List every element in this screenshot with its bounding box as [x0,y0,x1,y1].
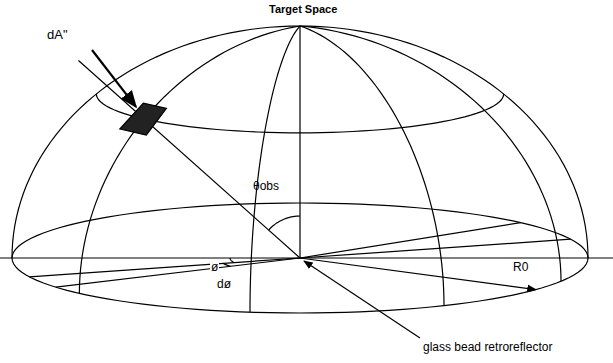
radial-line [56,258,300,287]
part-label: glass bead retroreflector [422,341,553,355]
diagram-title: Target Space [268,3,338,16]
angle-label: θobs [252,180,280,194]
radius-label: R0 [512,261,529,275]
phi-arc [230,258,234,263]
angle-label: ø [210,261,219,275]
meridian-line [300,26,444,306]
patch-pointer [92,50,136,107]
dome-outline [12,26,588,258]
area-patch [120,103,167,135]
meridian-line [250,26,300,312]
radius-arrow [300,258,536,290]
radial-line [300,239,571,258]
angle-label: dø [216,278,232,292]
dphi-arc [223,263,231,266]
retroreflector-pointer [304,261,420,338]
radial-line [300,223,521,258]
zenith-line [299,26,300,258]
area-label: dA" [46,28,69,43]
theta-arc [269,216,300,230]
meridian-line [79,26,300,293]
observation-line [78,61,300,258]
